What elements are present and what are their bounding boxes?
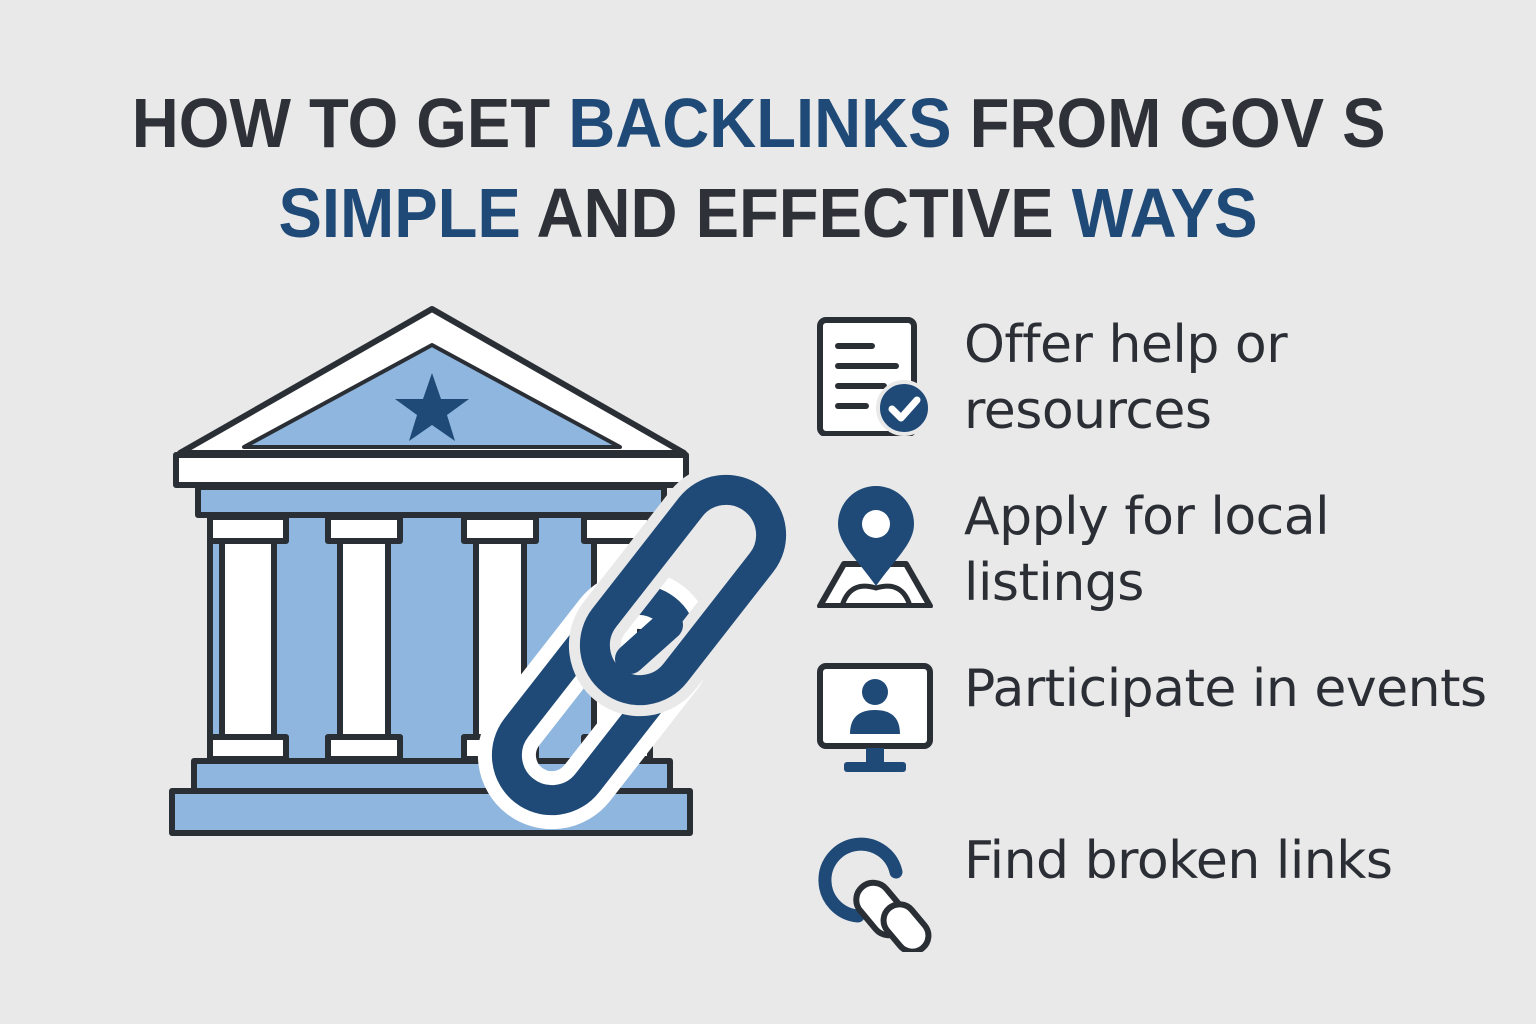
location-pin-icon	[817, 486, 933, 608]
star-icon	[395, 373, 469, 441]
title-segment-accent: WAYS	[1071, 174, 1258, 252]
step-label: Offer help or resources	[964, 315, 1288, 441]
chain-link-icon	[477, 463, 798, 830]
frieze	[195, 484, 667, 518]
government-building-illustration	[169, 306, 798, 836]
monitor-user-icon	[817, 663, 933, 772]
document-check-icon	[817, 317, 932, 436]
title-line-1: HOW TO GET BACKLINKS FROM GOV S	[54, 78, 1464, 168]
title-segment-accent: SIMPLE	[278, 174, 521, 252]
step-label: Participate in events	[964, 659, 1487, 719]
broken-link-icon	[818, 837, 932, 952]
page-title: HOW TO GET BACKLINKS FROM GOV S SIMPLE A…	[54, 78, 1482, 258]
step-label: Find broken links	[964, 831, 1393, 891]
title-segment-accent: BACKLINKS	[568, 84, 952, 162]
title-segment: FROM GOV S	[951, 84, 1386, 162]
title-line-2: SIMPLE AND EFFECTIVE WAYS	[54, 168, 1482, 258]
title-segment: HOW TO GET	[131, 84, 569, 162]
entablature	[173, 452, 689, 488]
step-label: Apply for local listings	[964, 487, 1330, 613]
title-segment: AND EFFECTIVE	[520, 174, 1072, 252]
